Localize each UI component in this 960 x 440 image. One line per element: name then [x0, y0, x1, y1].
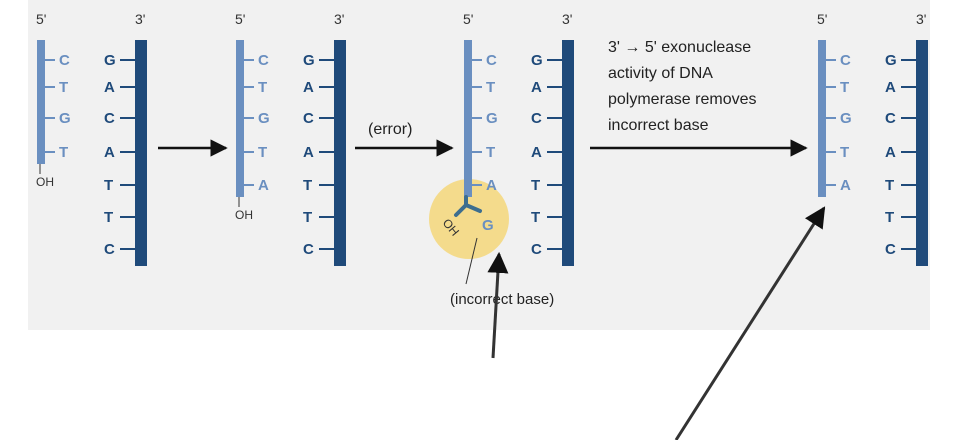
template-base: A [303, 79, 314, 96]
five-prime-label: 5' [817, 11, 827, 27]
new-strand-backbone [236, 40, 244, 197]
template-strand-backbone [334, 40, 346, 266]
template-base: G [104, 52, 116, 69]
oh-label: OH [235, 208, 253, 222]
three-prime-label: 3' [916, 11, 926, 27]
three-prime-label: 3' [562, 11, 572, 27]
new-strand-base: G [59, 110, 71, 127]
exonuclease-line-2: activity of DNA [608, 65, 713, 82]
template-base: T [303, 209, 312, 226]
template-base: C [885, 241, 896, 258]
template-base: A [885, 144, 896, 161]
template-base: A [885, 79, 896, 96]
five-prime-label: 5' [235, 11, 245, 27]
new-strand-base: C [59, 52, 70, 69]
template-base: A [531, 144, 542, 161]
template-base: C [303, 110, 314, 127]
three-prime-label: 3' [334, 11, 344, 27]
template-strand-backbone [916, 40, 928, 266]
new-strand-base: T [840, 144, 849, 161]
template-base: A [104, 79, 115, 96]
new-strand-backbone [818, 40, 826, 197]
template-strand-backbone [562, 40, 574, 266]
pointer-arrow-corrected-strand [674, 206, 826, 440]
new-strand-base: C [486, 52, 497, 69]
template-base: C [104, 241, 115, 258]
template-base: T [885, 177, 894, 194]
template-base: G [885, 52, 897, 69]
new-strand-base: G [840, 110, 852, 127]
new-strand-base: T [486, 79, 495, 96]
error-label: (error) [368, 121, 412, 138]
new-strand-base: G [486, 110, 498, 127]
new-strand-base: T [258, 79, 267, 96]
template-base: C [104, 110, 115, 127]
template-base: A [303, 144, 314, 161]
new-strand-base: T [59, 144, 68, 161]
new-strand-base: G [258, 110, 270, 127]
five-prime-label: 5' [36, 11, 46, 27]
template-base: T [104, 177, 113, 194]
incorrect-base-leader [465, 237, 478, 285]
exonuclease-line-3: polymerase removes [608, 91, 757, 108]
misincorporated-linkage [454, 195, 482, 217]
template-base: A [531, 79, 542, 96]
template-base: C [303, 241, 314, 258]
new-strand-backbone [37, 40, 45, 164]
oh-label: OH [36, 175, 54, 189]
five-prime-label: 5' [463, 11, 473, 27]
new-strand-backbone [464, 40, 472, 197]
template-base: T [531, 177, 540, 194]
new-strand-base: T [486, 144, 495, 161]
exonuclease-line-4: incorrect base [608, 117, 709, 134]
three-prime-label: 3' [135, 11, 145, 27]
template-base: C [531, 110, 542, 127]
incorrect-base-label: (incorrect base) [450, 291, 554, 308]
new-strand-base: C [258, 52, 269, 69]
exonuclease-text: 3' → 5' exonuclease activity of DNA poly… [608, 39, 757, 134]
new-strand-base: A [258, 177, 269, 194]
exonuclease-line-1: 3' → 5' exonuclease [608, 39, 751, 56]
template-base: A [104, 144, 115, 161]
template-base: C [531, 241, 542, 258]
new-strand-base: C [840, 52, 851, 69]
template-base: T [531, 209, 540, 226]
template-base: C [885, 110, 896, 127]
incorrect-base: G [482, 217, 494, 234]
pointer-arrow-incorrect-base [487, 251, 509, 359]
new-strand-base: A [486, 177, 497, 194]
template-base: T [104, 209, 113, 226]
mismatch-highlight [429, 179, 509, 259]
template-base: G [303, 52, 315, 69]
dna-stages: 5'3'CTGTGACATTCOH5'3'CTGTAGACATTCOH5'3'C… [36, 11, 928, 266]
template-strand-backbone [135, 40, 147, 266]
template-base: G [531, 52, 543, 69]
new-strand-base: T [258, 144, 267, 161]
template-base: T [885, 209, 894, 226]
template-base: T [303, 177, 312, 194]
new-strand-base: A [840, 177, 851, 194]
new-strand-base: T [59, 79, 68, 96]
new-strand-base: T [840, 79, 849, 96]
